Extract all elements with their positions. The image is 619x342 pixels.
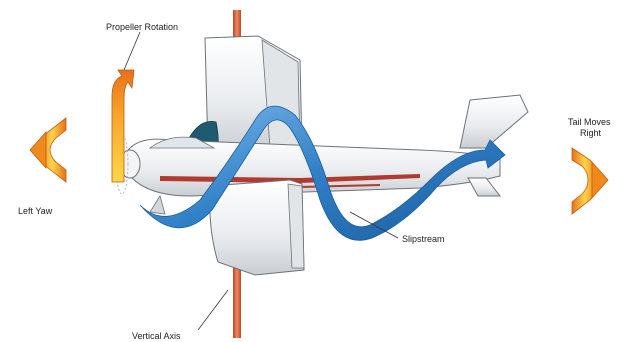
landing-gear <box>150 196 165 214</box>
vertical-axis-leader <box>198 290 228 330</box>
tail-moves-label-line1: Tail Moves <box>568 117 611 127</box>
left-yaw-label: Left Yaw <box>18 206 53 216</box>
vertical-axis-label: Vertical Axis <box>132 331 181 341</box>
tail-moves-label-line2: Right <box>580 128 602 138</box>
propeller-rotation-leader <box>124 32 140 70</box>
horizontal-stabilizer-top <box>460 95 528 148</box>
tail-moves-right-arrow-head <box>592 162 608 198</box>
propeller-rotation-label: Propeller Rotation <box>106 22 178 32</box>
left-yaw-arrow-head <box>30 132 46 168</box>
slipstream-label: Slipstream <box>402 234 445 244</box>
vertical-tail-fin <box>468 178 500 196</box>
